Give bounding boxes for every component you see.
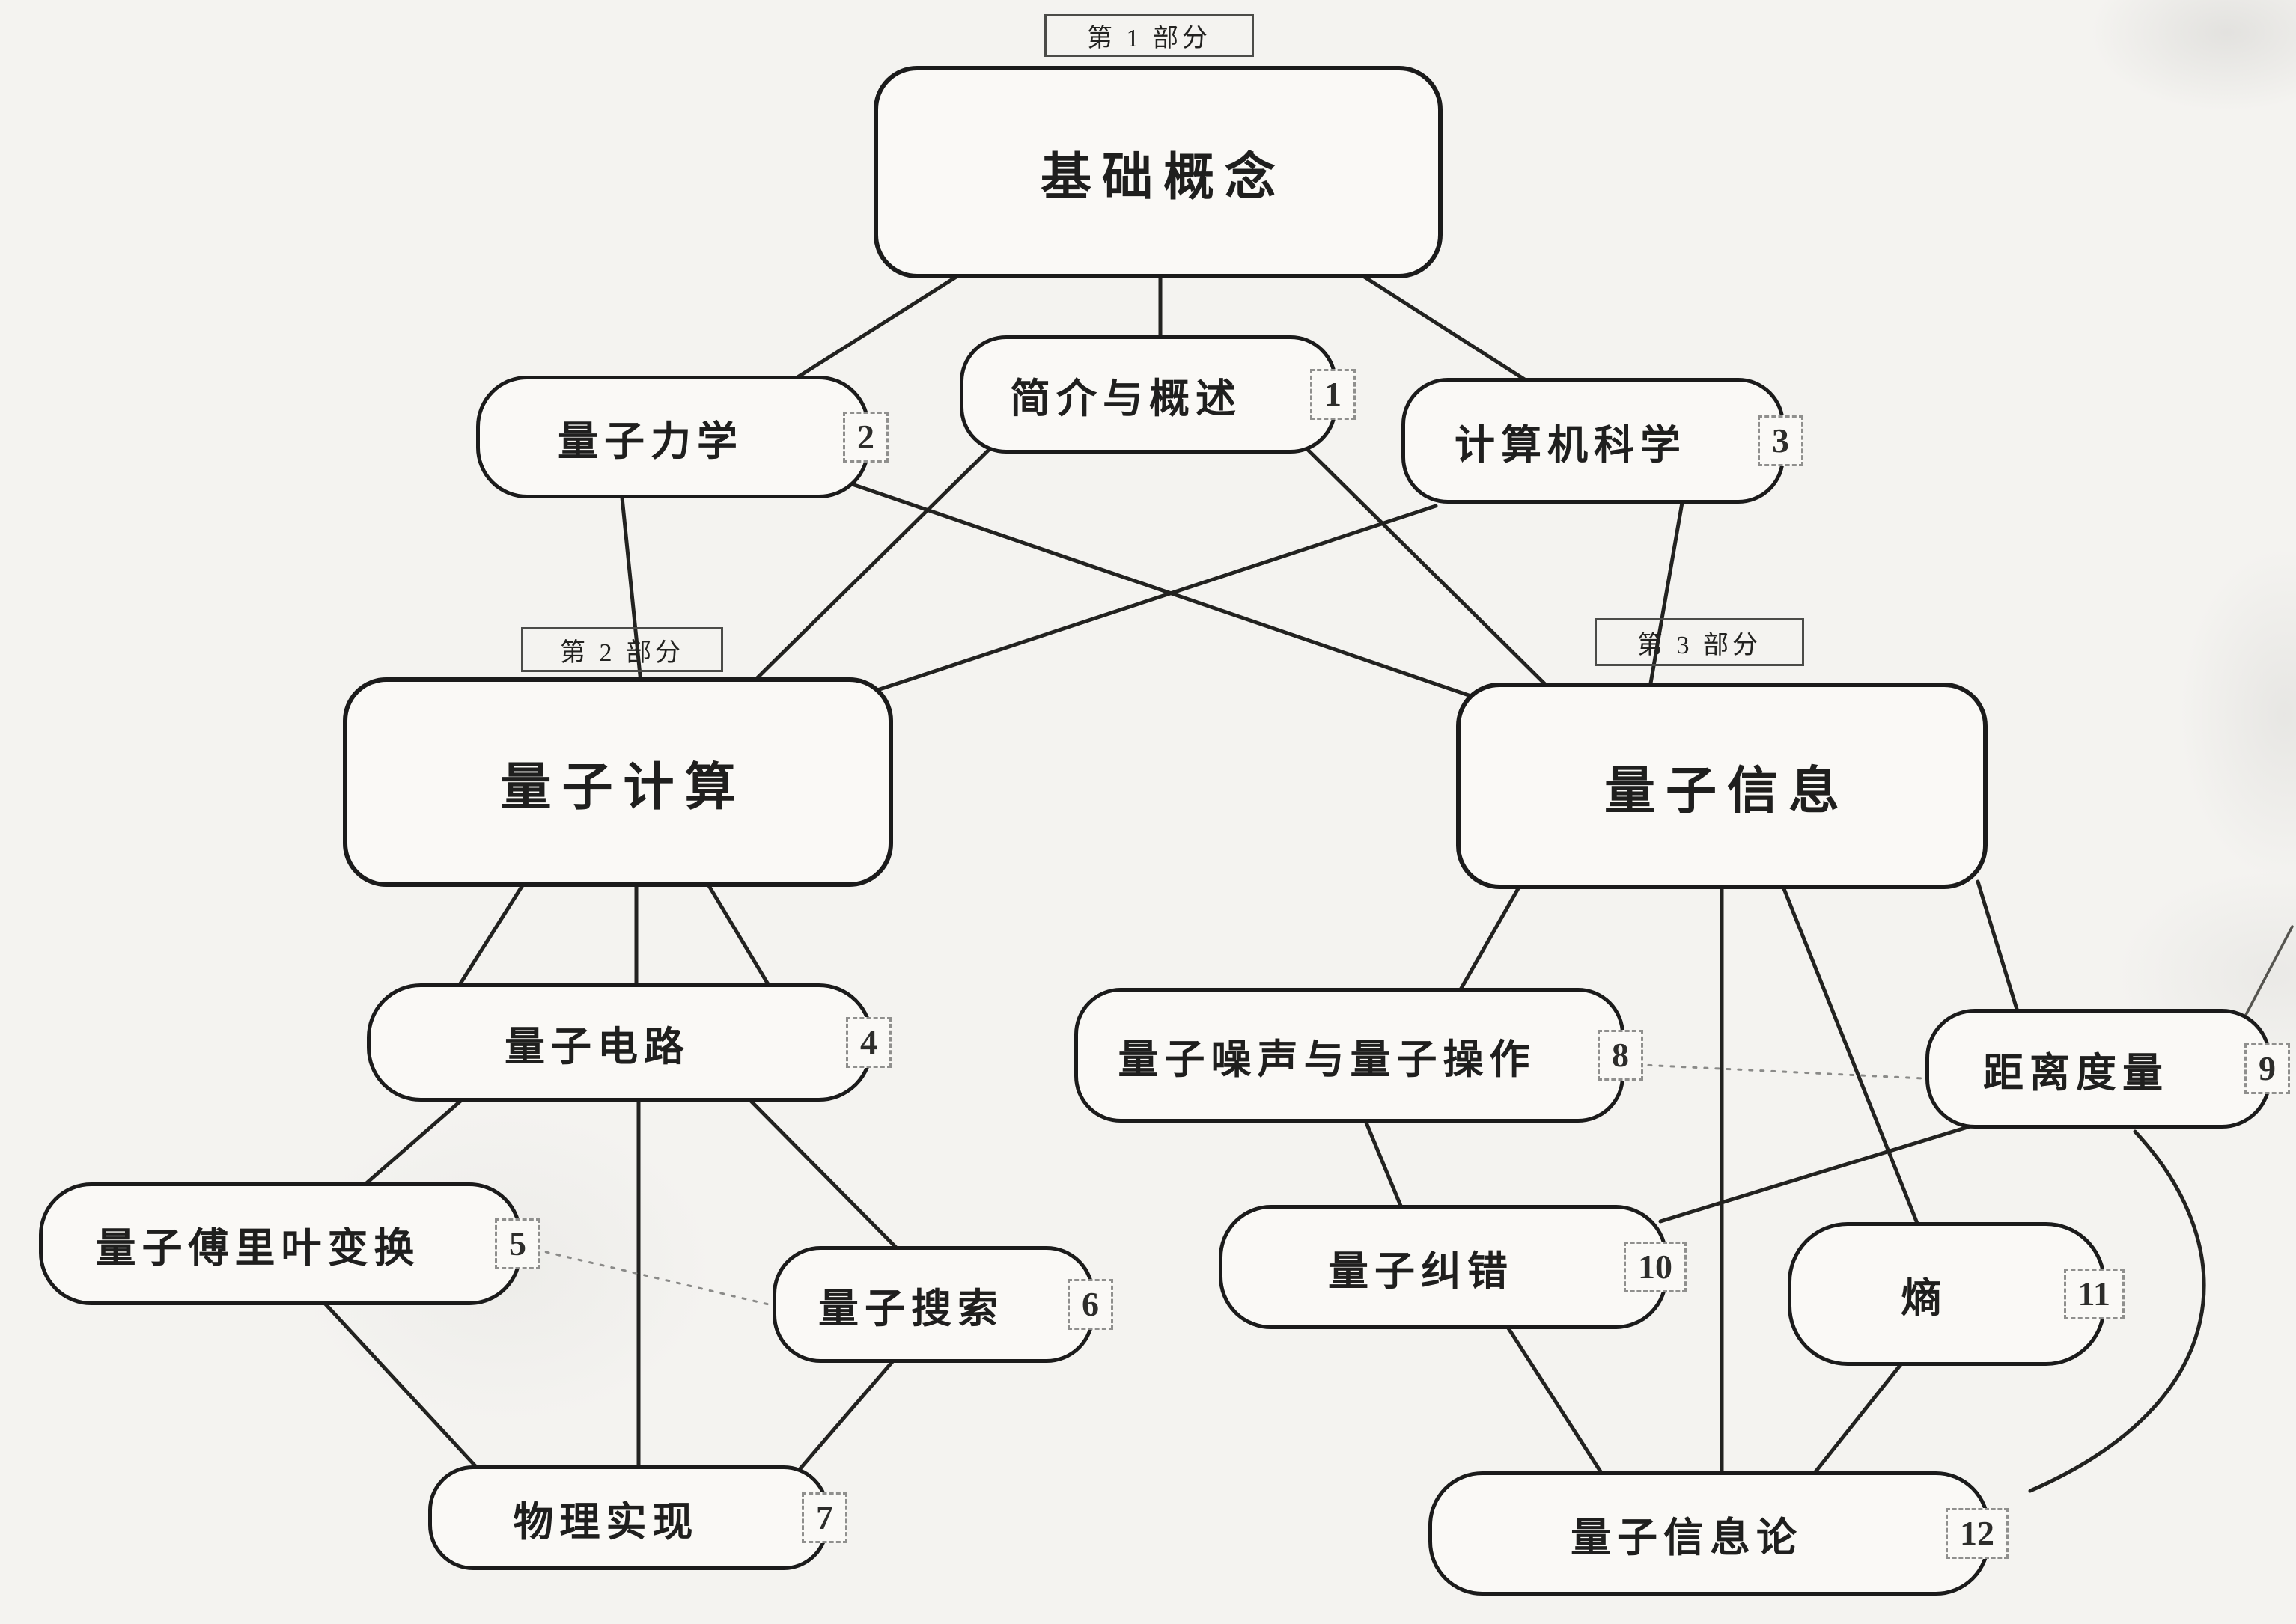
node-C5-label: 量子傅里叶变换 xyxy=(95,1225,421,1271)
node-C6-label: 量子搜索 xyxy=(818,1286,1004,1331)
edge-P1-C2 xyxy=(782,269,968,388)
node-P3-part-box: 量子信息 xyxy=(1456,683,1988,889)
node-P2-label: 量子计算 xyxy=(500,758,746,816)
node-C3-chapter-box: 计算机科学 3 xyxy=(1401,378,1803,504)
edge-C8-C10 xyxy=(1360,1111,1408,1221)
edge-C5-C7 xyxy=(316,1294,489,1480)
part-label-part2: 第 2 部分 xyxy=(521,627,723,672)
node-C2-label: 量子力学 xyxy=(558,418,743,464)
node-C10-chapter-number-badge: 10 xyxy=(1624,1242,1687,1292)
edge-C3-P2 xyxy=(875,504,1438,692)
node-C3-label: 计算机科学 xyxy=(1455,422,1687,468)
edge-C2-P3 xyxy=(830,475,1499,707)
edge-C11-C12 xyxy=(1800,1354,1910,1490)
node-P1-part-box: 基础概念 xyxy=(874,66,1443,278)
edge-C9-C12 xyxy=(2028,1129,2206,1493)
node-C8-chapter-box: 量子噪声与量子操作 8 xyxy=(1074,988,1643,1123)
node-C4-label: 量子电路 xyxy=(505,1024,690,1069)
node-C11-chapter-box: 熵 11 xyxy=(1788,1222,2125,1366)
edge-P3-C8 xyxy=(1452,877,1526,1004)
node-C12-chapter-number-badge: 12 xyxy=(1946,1508,2009,1559)
edge-C4-C5 xyxy=(350,1090,472,1198)
node-C11-label: 熵 xyxy=(1901,1275,1948,1321)
node-P1-label: 基础概念 xyxy=(1040,148,1286,206)
node-C8-chapter-number-badge: 8 xyxy=(1598,1030,1643,1081)
node-P3-label: 量子信息 xyxy=(1604,762,1850,819)
part-label-part1: 第 1 部分 xyxy=(1044,14,1254,57)
node-C9-label: 距离度量 xyxy=(1983,1050,2169,1096)
edge-P3-C11 xyxy=(1778,877,1925,1239)
edge-C2-P2 xyxy=(619,488,643,685)
edge-C4-C6 xyxy=(740,1090,910,1261)
node-C2-chapter-box: 量子力学 2 xyxy=(476,376,889,498)
node-C7-chapter-box: 物理实现 7 xyxy=(428,1465,847,1570)
edge-C10-C12 xyxy=(1501,1318,1613,1490)
node-C4-chapter-box: 量子电路 4 xyxy=(367,983,892,1102)
node-C1-chapter-number-badge: 1 xyxy=(1310,369,1356,420)
node-C9-chapter-number-badge: 9 xyxy=(2244,1043,2290,1094)
node-C5-chapter-box: 量子傅里叶变换 5 xyxy=(39,1182,540,1305)
node-C7-chapter-number-badge: 7 xyxy=(802,1492,847,1543)
node-C1-chapter-box: 简介与概述 1 xyxy=(960,335,1356,454)
edge-P2-C4 xyxy=(451,875,530,998)
part-label-part3: 第 3 部分 xyxy=(1595,618,1804,666)
edge-P1-C3 xyxy=(1353,269,1544,393)
edge-C8-C9 xyxy=(1624,1063,1940,1081)
node-C9-chapter-box: 距离度量 9 xyxy=(1925,1009,2290,1129)
edge-P2-C4 xyxy=(701,875,777,998)
edge-C3-P3 xyxy=(1646,496,1685,698)
node-C1-label: 简介与概述 xyxy=(1010,376,1242,421)
node-C6-chapter-number-badge: 6 xyxy=(1068,1279,1113,1330)
edge-C5-C6 xyxy=(523,1245,786,1310)
edge-C1-P3 xyxy=(1302,444,1558,697)
node-C8-label: 量子噪声与量子操作 xyxy=(1118,1037,1536,1082)
edge-C6-C7 xyxy=(790,1351,902,1480)
node-C3-chapter-number-badge: 3 xyxy=(1758,415,1803,466)
node-C10-label: 量子纠错 xyxy=(1328,1248,1514,1294)
node-C10-chapter-box: 量子纠错 10 xyxy=(1219,1205,1687,1329)
node-C7-label: 物理实现 xyxy=(513,1499,699,1545)
node-C2-chapter-number-badge: 2 xyxy=(843,412,889,463)
node-C12-label: 量子信息论 xyxy=(1571,1515,1803,1560)
node-C11-chapter-number-badge: 11 xyxy=(2063,1269,2125,1319)
edge-P3-C9 xyxy=(1976,879,2024,1026)
edge-C1-P2 xyxy=(743,441,998,692)
edge-scan-mark xyxy=(2244,925,2294,1016)
edge-C9-C10 xyxy=(1658,1120,1985,1224)
node-C6-chapter-box: 量子搜索 6 xyxy=(773,1246,1113,1363)
node-C4-chapter-number-badge: 4 xyxy=(846,1017,892,1068)
node-P2-part-box: 量子计算 xyxy=(343,677,893,887)
node-C12-chapter-box: 量子信息论 12 xyxy=(1428,1471,2009,1596)
node-C5-chapter-number-badge: 5 xyxy=(495,1218,540,1269)
